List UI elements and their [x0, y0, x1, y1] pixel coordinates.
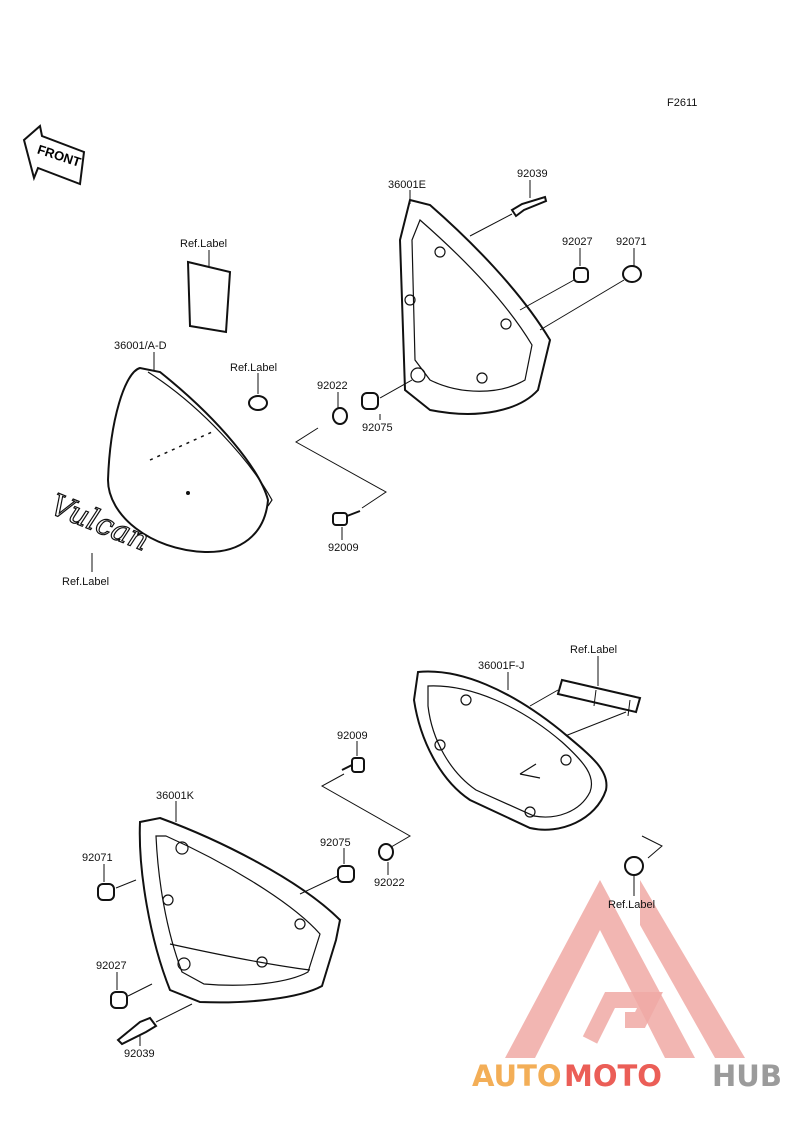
label-ref-grommet-lower: Ref.Label: [608, 899, 655, 911]
watermark-triangle-icon-right: [640, 880, 745, 1058]
grommet-92071-lower: [97, 883, 115, 901]
label-bushing-upper: 92075: [362, 422, 393, 434]
label-bushing-lower: 92075: [320, 837, 351, 849]
label-ref-plate: Ref.Label: [180, 238, 227, 250]
label-cover-lower: 36001F-J: [478, 660, 524, 672]
ref-grommet-lower: [624, 856, 644, 876]
label-washer-upper: 92022: [317, 380, 348, 392]
bushing-lower: [337, 865, 355, 883]
label-cover-upper: 36001/A-D: [114, 340, 167, 352]
frame-lower-left: [138, 816, 342, 1004]
grommet-92071-upper: [622, 265, 642, 283]
front-arrow-icon: FRONT: [22, 124, 86, 186]
grommet-92027-upper: [573, 267, 589, 283]
label-ref-strip: Ref.Label: [570, 644, 617, 656]
ref-label-strip: [556, 678, 642, 717]
label-washer-lower: 92022: [374, 877, 405, 889]
washer-lower: [378, 843, 394, 861]
label-pin-upper: 92039: [517, 168, 548, 180]
ref-label-plate: [186, 260, 232, 334]
pin-lower: [116, 1016, 158, 1046]
bushing-upper: [361, 392, 379, 410]
label-grommet-b-upper: 92071: [616, 236, 647, 248]
figure-code: F2611: [667, 97, 697, 109]
bolt-upper: [332, 510, 361, 526]
label-frame-upper: 36001E: [388, 179, 426, 191]
washer-upper: [332, 407, 348, 425]
watermark-g-icon: [582, 992, 663, 1044]
side-cover-lower: [412, 670, 608, 831]
watermark-logo: AUTO MOTO HUB: [472, 880, 782, 1093]
label-ref-grommet-upper: Ref.Label: [230, 362, 277, 374]
label-ref-emblem: Ref.Label: [62, 576, 109, 588]
label-pin-lower: 92039: [124, 1048, 155, 1060]
watermark-word-moto: MOTO: [564, 1059, 662, 1093]
watermark-word-auto: AUTO: [472, 1059, 562, 1093]
label-grommet-b-lower: 92071: [82, 852, 113, 864]
ref-grommet-upper: [248, 395, 268, 411]
watermark-word-hub: HUB: [712, 1059, 782, 1093]
bolt-lower: [341, 757, 365, 773]
label-bolt-lower: 92009: [337, 730, 368, 742]
frame-upper-right: [398, 198, 552, 415]
label-bolt-upper: 92009: [328, 542, 359, 554]
label-grommet-a-lower: 92027: [96, 960, 127, 972]
grommet-92027-lower: [110, 991, 128, 1009]
label-frame-lower: 36001K: [156, 790, 195, 802]
label-grommet-a-upper: 92027: [562, 236, 593, 248]
side-cover-upper: [106, 366, 273, 554]
pin-upper: [510, 195, 548, 218]
